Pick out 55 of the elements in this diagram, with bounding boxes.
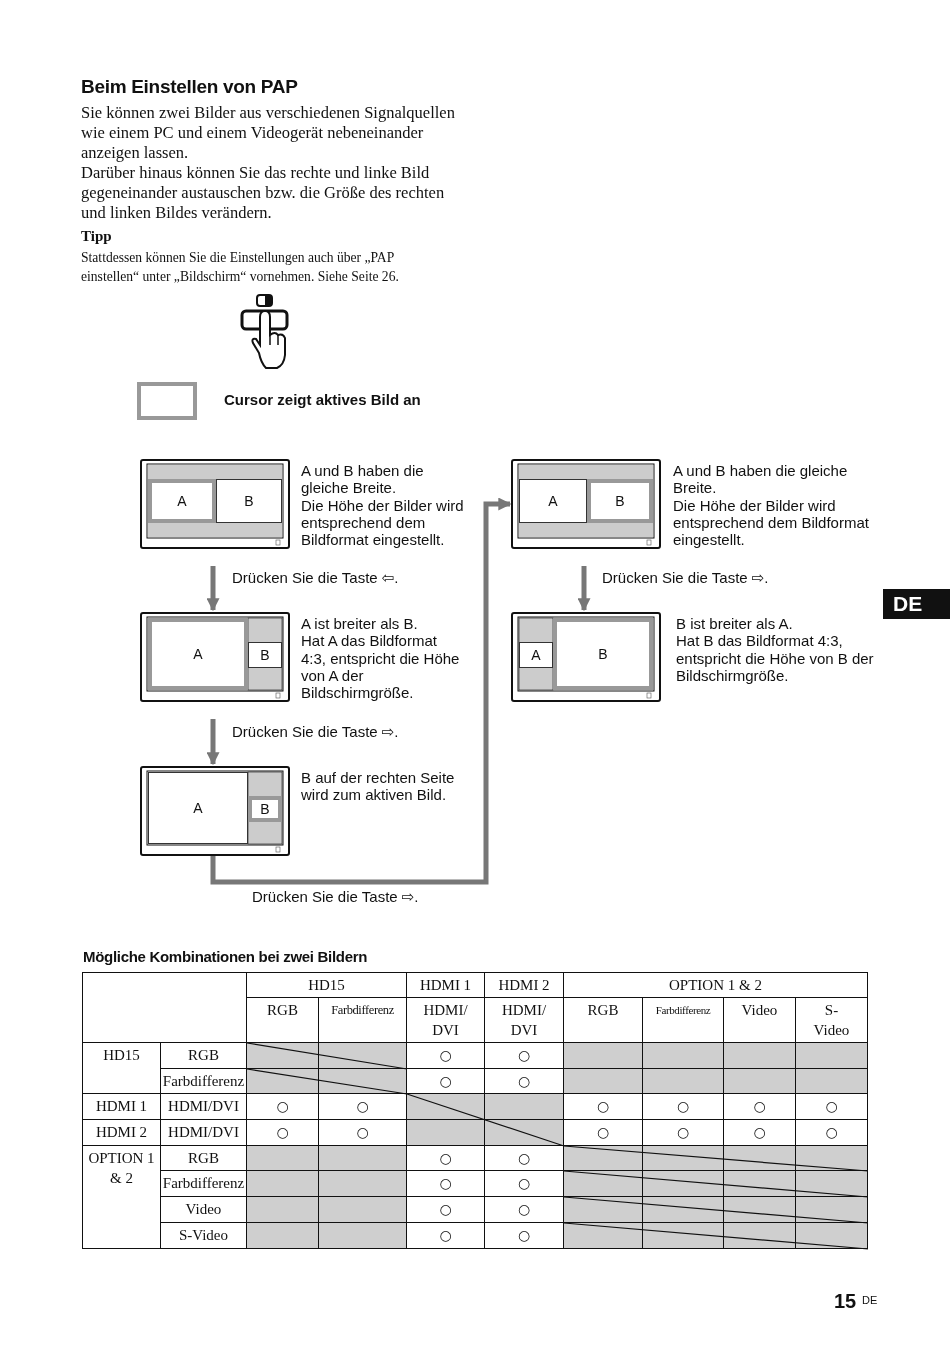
table-header-cell: HD15 [82, 1043, 161, 1094]
description-text: Hat A das Bildformat 4:3, entspricht die Höhe von A der Bildschirmgröße. [301, 632, 461, 702]
picture-pane: A [519, 479, 587, 523]
description-text: B ist breiter als A. [676, 615, 794, 633]
table-header-cell: OPTION 1 & 2 [564, 972, 868, 998]
picture-pane: A [148, 618, 248, 690]
compatible-mark: ○ [407, 1043, 485, 1069]
tip-heading: Tipp [81, 228, 113, 245]
picture-pane: B [248, 796, 282, 822]
description-text: A und B haben die gleiche Breite. [673, 462, 849, 497]
compatible-mark: ○ [407, 1146, 485, 1171]
compatible-mark: ○ [796, 1094, 868, 1120]
table-header-cell: HDMI 2 [485, 972, 564, 998]
compatible-mark: ○ [407, 1197, 485, 1223]
picture-pane: A [148, 479, 216, 523]
picture-pane: B [587, 479, 653, 523]
table-header-cell: HDMI/ DVI [485, 998, 564, 1043]
picture-pane: B [553, 618, 653, 690]
compatible-mark: ○ [724, 1094, 796, 1120]
arrow [210, 497, 512, 885]
arrow [206, 719, 220, 766]
compatible-mark: ○ [564, 1094, 643, 1120]
description-text: Die Höhe der Bilder wird entsprechend dem Bildformat eingestellt. [673, 496, 870, 549]
description-text: A ist breiter als B. [301, 615, 419, 633]
body-paragraph: Sie können zwei Bilder aus verschiedenen Signalquellen wie einem PC und einem Videogerät nebeneinander anzeigen lassen. [81, 103, 456, 163]
table-header-cell: HDMI/ DVI [407, 998, 485, 1043]
picture-pane: B [216, 479, 282, 523]
picture-pane: B [248, 642, 282, 668]
compatible-mark: ○ [643, 1094, 724, 1120]
table-heading: Mögliche Kombinationen bei zwei Bildern [83, 948, 369, 965]
table-header-cell: HDMI/DVI [161, 1094, 247, 1120]
legend-text: Cursor zeigt aktives Bild an [224, 391, 421, 408]
page-number: 15 [834, 1290, 858, 1313]
description-text: Die Höhe der Bilder wird entsprechend dem Bildformat eingestellt. [301, 496, 465, 549]
picture-pane: A [148, 772, 248, 844]
table-header-cell: HDMI 1 [82, 1094, 161, 1120]
page-suffix: DE [862, 1294, 879, 1306]
arrow [577, 566, 591, 612]
compatible-mark: ○ [247, 1094, 319, 1120]
description-text: A und B haben die gleiche Breite. [301, 462, 425, 497]
compatible-mark: ○ [407, 1223, 485, 1249]
table-header-cell: OPTION 1 & 2 [82, 1146, 161, 1249]
picture-pane: A [519, 642, 553, 668]
description-text: B auf der rechten Seite wird zum aktiven Bild. [301, 769, 456, 804]
table-header-cell: HD15 [247, 972, 407, 998]
compatible-mark: ○ [407, 1171, 485, 1197]
body-paragraph: Darüber hinaus können Sie das rechte und linke Bild gegeneinander austauschen bzw. die Größe des rechten und linken Bildes verändern. [81, 163, 446, 223]
table-header-cell: HDMI/DVI [161, 1120, 247, 1146]
tip-text: Stattdessen können Sie die Einstellungen auch über „PAP einstellen“ unter „Bildschirm“ vornehmen. Siehe Seite 26. [81, 249, 400, 286]
language-tab: DE [883, 589, 950, 619]
section-heading: Beim Einstellen von PAP [81, 76, 298, 98]
description-text: Hat B das Bildformat 4:3, entspricht die Höhe von B der Bildschirmgröße. [676, 632, 875, 685]
table-header-cell: HDMI 1 [407, 972, 485, 998]
table-header-cell: HDMI 2 [82, 1120, 161, 1146]
arrow [206, 566, 220, 612]
